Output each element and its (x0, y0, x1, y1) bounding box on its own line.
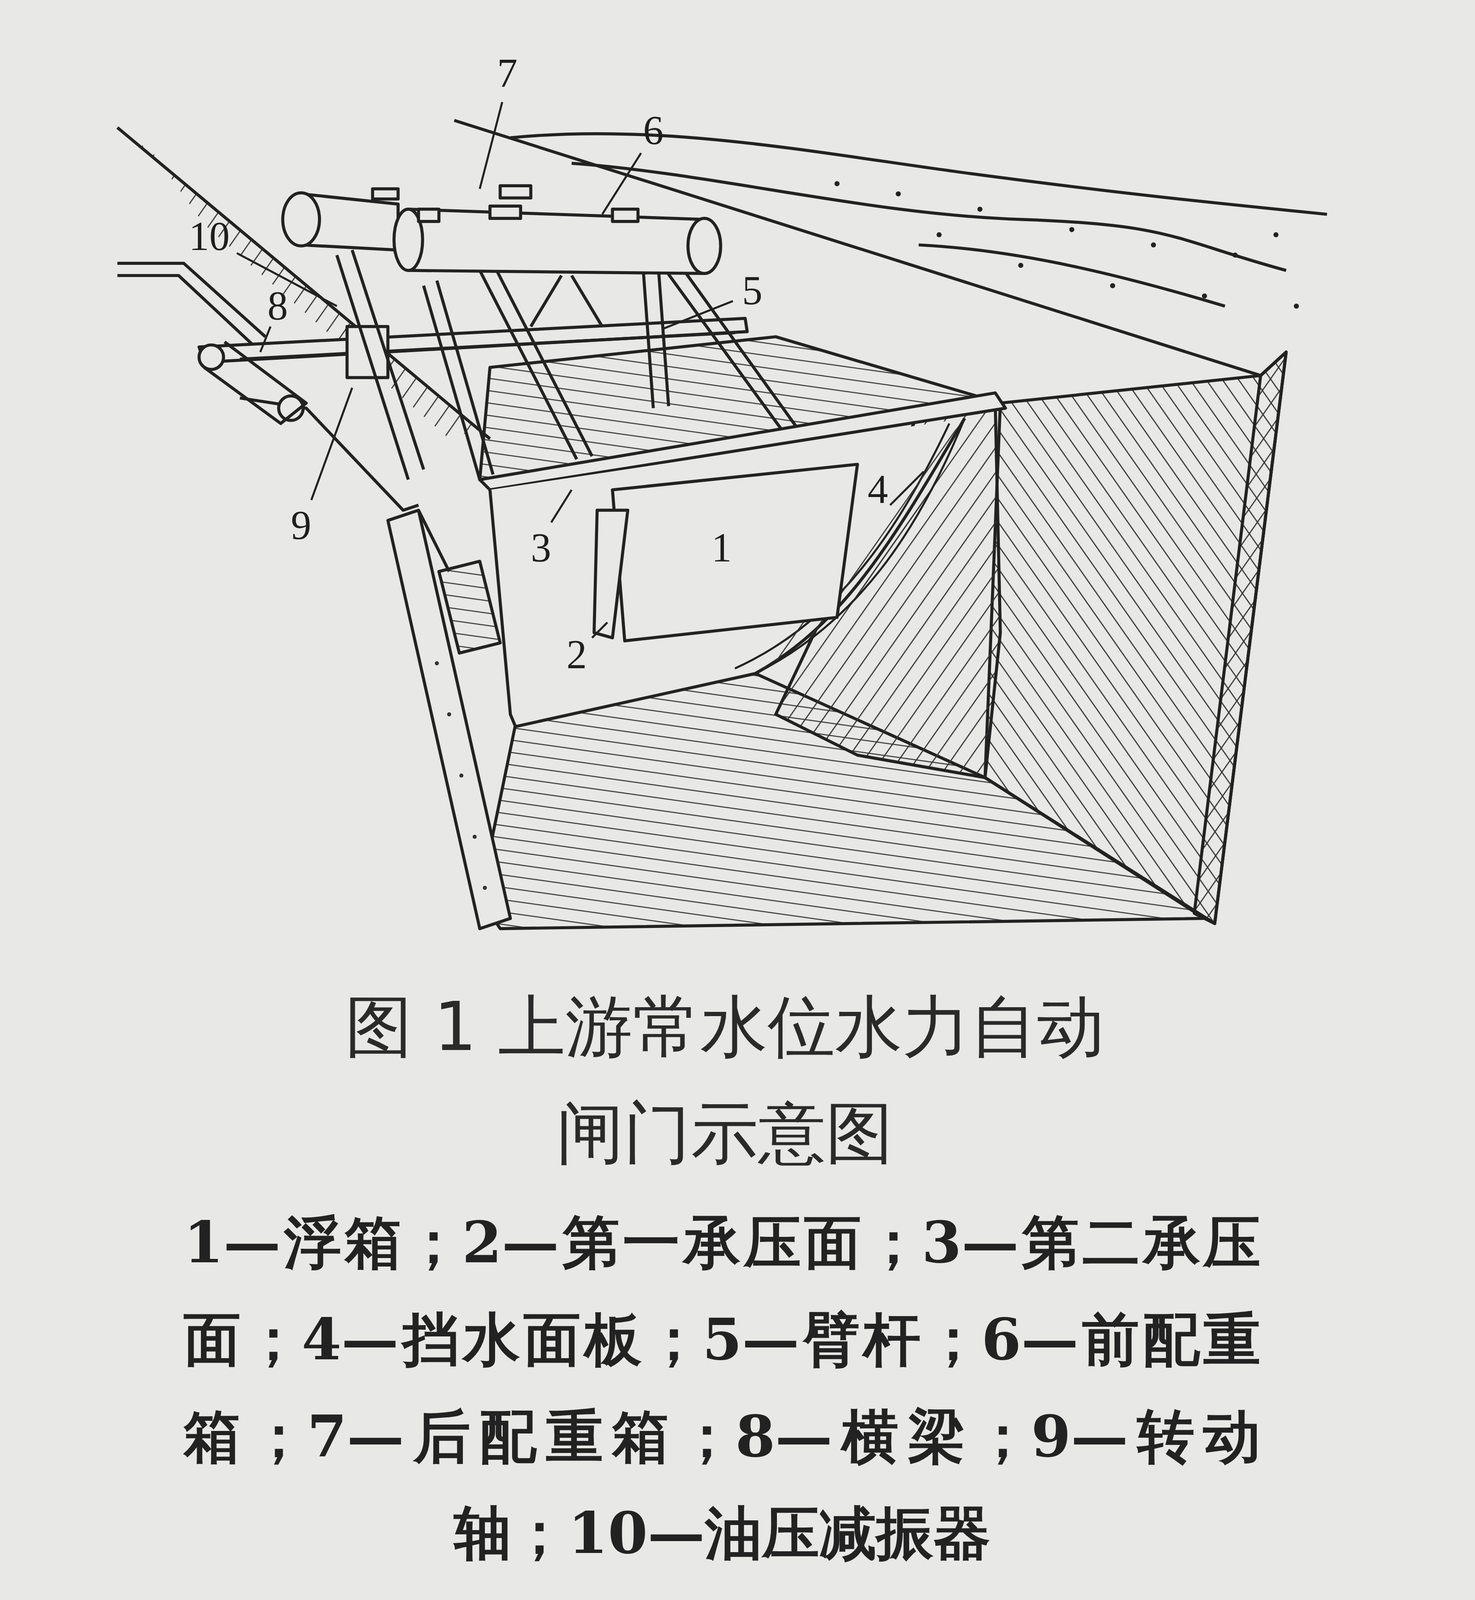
callout-number: 6 (642, 110, 664, 151)
callout-number: 4 (867, 469, 888, 511)
callout-number: 5 (742, 270, 763, 312)
callout-number: 9 (290, 505, 312, 546)
figure-title: 图 1 上游常水位水力自动闸门示意图 (336, 974, 1113, 1188)
figure-caption: 1—浮箱；2—第一承压面；3—第二承压面；4—挡水面板；5—臂杆；6—前配重箱；… (183, 1194, 1261, 1583)
callout-number: 8 (267, 285, 288, 327)
callout-number: 2 (566, 634, 588, 676)
callout-number: 10 (189, 216, 230, 258)
callout-number: 7 (497, 52, 518, 94)
callout-number: 1 (711, 527, 732, 569)
callout-number: 3 (530, 527, 552, 569)
